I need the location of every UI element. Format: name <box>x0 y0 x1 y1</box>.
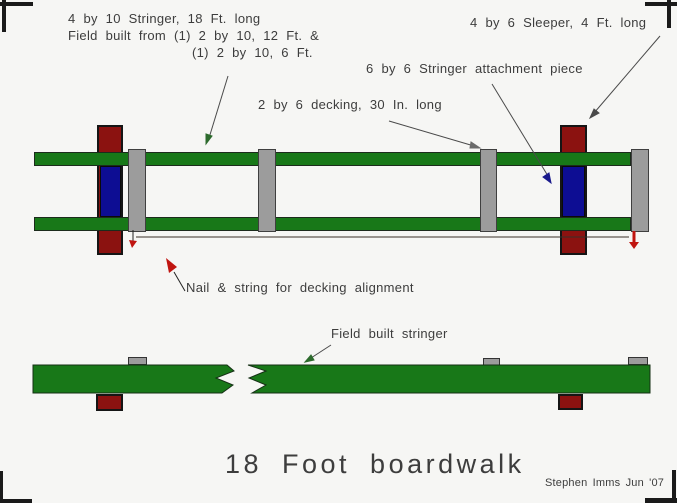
corner-mark-bottom-left-h <box>0 499 32 503</box>
stringer-leader-line <box>208 75 229 139</box>
attachment-piece-right <box>562 166 585 217</box>
sideview-stringer-left-segment <box>32 364 235 394</box>
decking-board-1 <box>128 149 146 232</box>
corner-mark-top-right-v <box>667 0 671 28</box>
nail-left-head <box>129 240 137 248</box>
author-credit: Stephen Imms Jun '07 <box>545 477 665 489</box>
corner-mark-top-right-h <box>645 2 677 6</box>
decking-leader-line <box>388 120 475 147</box>
decking-board-4 <box>631 149 649 232</box>
stringer-leader-arrowhead <box>205 133 213 146</box>
field-stringer-leader-arrowhead <box>303 354 315 363</box>
stringer-top <box>34 152 631 166</box>
stringer-bottom <box>34 217 631 231</box>
corner-mark-bottom-right-v <box>672 470 676 503</box>
nail-right-head <box>629 242 639 249</box>
decking-board-3 <box>480 149 497 232</box>
attachment-label: 6 by 6 Stringer attachment piece <box>366 61 583 76</box>
stringer-label-line3: (1) 2 by 10, 6 Ft. <box>192 45 313 60</box>
sleeper-label: 4 by 6 Sleeper, 4 Ft. long <box>470 15 647 30</box>
field-stringer-leader-line <box>310 344 332 359</box>
stringer-label-line2: Field built from (1) 2 by 10, 12 Ft. & <box>68 28 320 43</box>
field-stringer-label: Field built stringer <box>331 326 448 341</box>
corner-mark-top-left-h <box>0 2 33 6</box>
decking-board-2 <box>258 149 276 232</box>
nail-leader-line <box>173 271 186 292</box>
sleeper-leader-arrowhead <box>588 108 600 120</box>
sideview-decking-tab-1 <box>128 357 147 365</box>
sideview-stringer-right-segment <box>247 364 651 394</box>
decking-leader-arrowhead <box>469 141 482 149</box>
sideview-decking-tab-2 <box>483 358 500 366</box>
nail-leader-arrowhead <box>166 258 177 273</box>
stringer-label-line1: 4 by 10 Stringer, 18 Ft. long <box>68 11 261 26</box>
sideview-sleeper-right <box>558 394 583 410</box>
sideview-decking-tab-3 <box>628 357 648 365</box>
sideview-sleeper-left <box>96 394 123 411</box>
nail-string-label: Nail & string for decking alignment <box>186 280 414 295</box>
corner-mark-bottom-left-v <box>0 471 3 503</box>
attachment-leader-arrowhead <box>542 172 552 185</box>
corner-mark-top-left-v <box>2 0 6 32</box>
decking-label: 2 by 6 decking, 30 In. long <box>258 97 442 112</box>
drawing-title: 18 Foot boardwalk <box>225 449 525 479</box>
corner-mark-bottom-right-h <box>645 498 677 503</box>
attachment-piece-left <box>100 166 121 217</box>
sleeper-leader-line <box>593 35 661 114</box>
